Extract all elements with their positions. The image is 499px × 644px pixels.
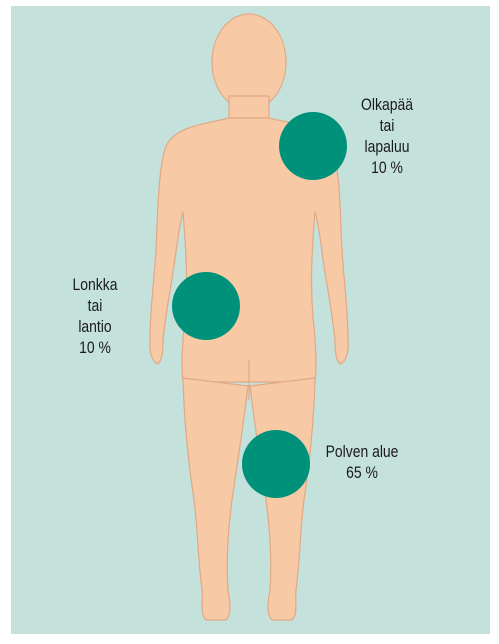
shoulder-label-line: lapaluu	[358, 136, 415, 157]
left-leg-shape	[183, 378, 248, 620]
shoulder-marker	[279, 112, 347, 180]
knee-label-percent: 65 %	[317, 462, 407, 483]
knee-label-line: Polven alue	[317, 441, 407, 462]
knee-label: Polven alue 65 %	[317, 441, 407, 483]
hip-label-line: Lonkka	[66, 274, 123, 295]
right-leg-shape	[250, 378, 315, 620]
hip-label-percent: 10 %	[66, 337, 123, 358]
hip-label-line: tai	[66, 295, 123, 316]
knee-marker	[242, 430, 310, 498]
hip-marker	[172, 272, 240, 340]
shoulder-label-percent: 10 %	[358, 157, 415, 178]
shoulder-label-line: tai	[358, 115, 415, 136]
hip-label-line: lantio	[66, 316, 123, 337]
shoulder-label-line: Olkapää	[358, 94, 415, 115]
shoulder-label: Olkapää tai lapaluu 10 %	[358, 94, 415, 178]
hip-label: Lonkka tai lantio 10 %	[66, 274, 123, 358]
